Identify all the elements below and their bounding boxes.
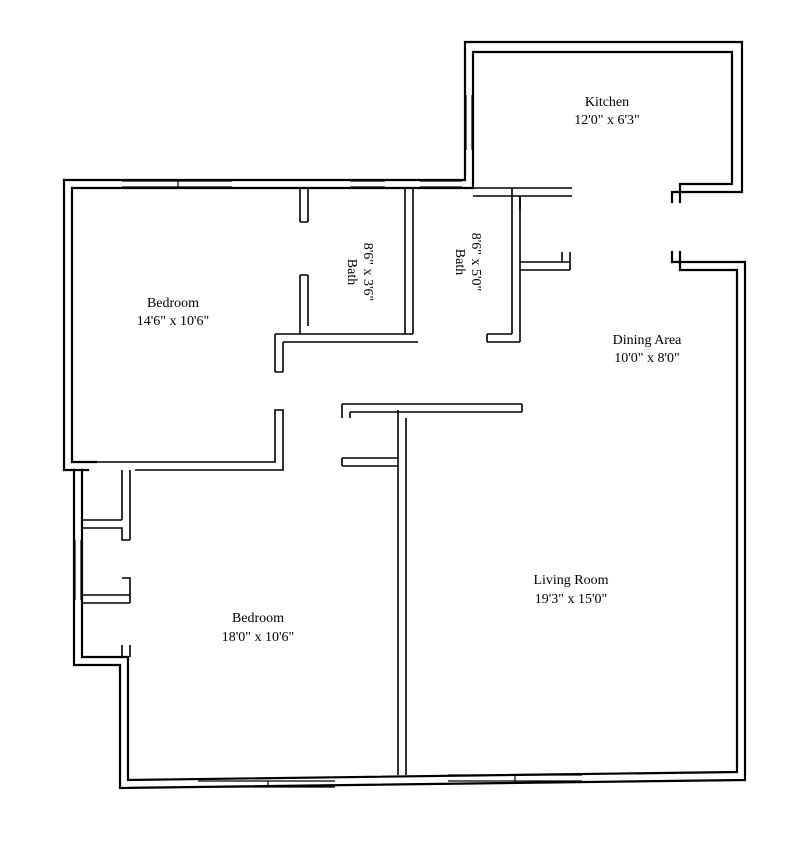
- bath-left-name: Bath: [344, 259, 359, 285]
- bedroom-bottom-name: Bedroom: [232, 611, 284, 626]
- kitchen-name: Kitchen: [585, 95, 629, 110]
- bath-right-name: Bath: [452, 249, 467, 275]
- living-name: Living Room: [533, 573, 608, 588]
- interior-walls: [82, 187, 572, 775]
- label-dining: Dining Area 10'0" x 8'0": [613, 333, 683, 366]
- label-bath-right: Bath 8'6" x 5'0": [452, 233, 483, 291]
- bath-right-size: 8'6" x 5'0": [468, 233, 483, 291]
- bath-left-size: 8'6" x 3'6": [360, 243, 375, 301]
- bedroom-top-size: 14'6" x 10'6": [137, 314, 209, 329]
- label-living: Living Room 19'3" x 15'0": [533, 573, 608, 607]
- dining-size: 10'0" x 8'0": [614, 351, 679, 366]
- label-bedroom-top: Bedroom 14'6" x 10'6": [137, 296, 209, 329]
- label-bath-left: Bath 8'6" x 3'6": [344, 243, 375, 301]
- kitchen-size: 12'0" x 6'3": [574, 113, 639, 128]
- label-kitchen: Kitchen 12'0" x 6'3": [574, 95, 639, 128]
- bedroom-bottom-size: 18'0" x 10'6": [222, 630, 294, 645]
- dining-name: Dining Area: [613, 333, 683, 348]
- outer-walls: [62, 40, 747, 790]
- bedroom-top-name: Bedroom: [147, 296, 199, 311]
- label-bedroom-bottom: Bedroom 18'0" x 10'6": [222, 611, 294, 645]
- living-size: 19'3" x 15'0": [535, 592, 607, 607]
- windows: [74, 95, 582, 788]
